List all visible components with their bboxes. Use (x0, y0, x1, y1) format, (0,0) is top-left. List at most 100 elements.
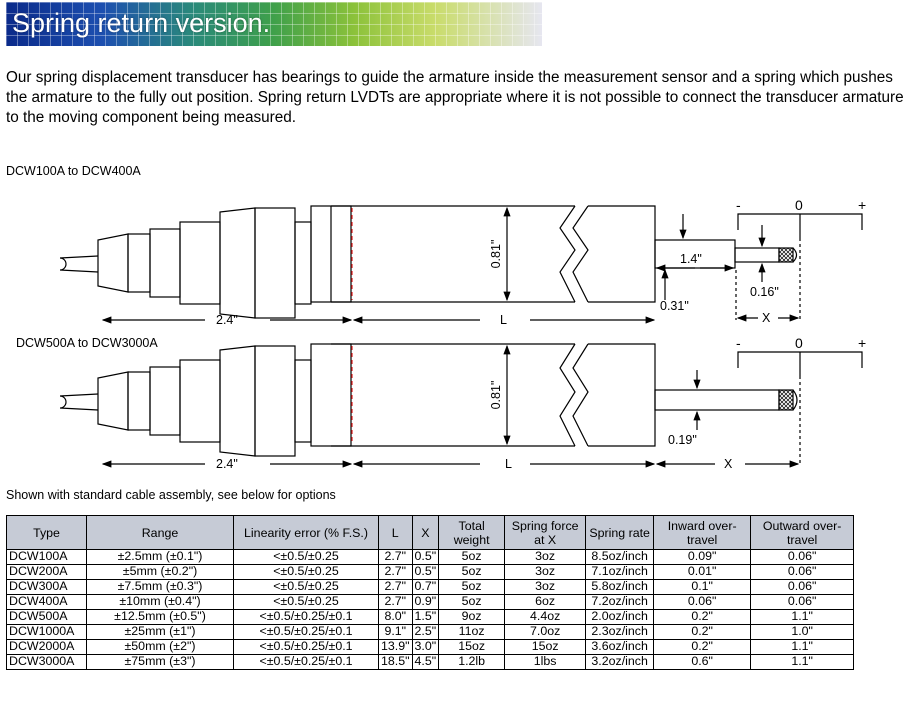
table-cell: 3.6oz/inch (585, 639, 655, 655)
table-cell: 15oz (438, 639, 506, 655)
drawing-bottom (59, 343, 863, 468)
table-cell: 0.6" (653, 654, 752, 670)
table-cell: 0.2" (653, 624, 752, 640)
table-cell: 9oz (438, 609, 506, 625)
drawing-caption: Shown with standard cable assembly, see … (6, 488, 336, 502)
column-header: Outward over-travel (750, 515, 855, 550)
column-header: Inward over-travel (653, 515, 752, 550)
table-cell: ±50mm (±2") (86, 639, 234, 655)
table-cell: DCW100A (6, 549, 87, 565)
table-cell: 9.1" (378, 624, 413, 640)
table-cell: ±12.5mm (±0.5") (86, 609, 234, 625)
section-banner: Spring return version. (6, 2, 542, 46)
table-cell: 8.5oz/inch (585, 549, 655, 565)
table-cell: 2.0oz/inch (585, 609, 655, 625)
column-header: Spring force at X (504, 515, 587, 550)
table-cell: 2.7" (378, 564, 413, 580)
table-cell: ±5mm (±0.2") (86, 564, 234, 580)
table-cell: 5oz (438, 594, 506, 610)
table-cell: DCW300A (6, 579, 87, 595)
table-cell: ±25mm (±1") (86, 624, 234, 640)
table-cell: <±0.5/±0.25 (233, 594, 379, 610)
table-cell: 1.0" (750, 624, 855, 640)
table-cell: 1.2lb (438, 654, 506, 670)
table-cell: DCW3000A (6, 654, 87, 670)
table-cell: 0.5" (411, 549, 440, 565)
table-cell: <±0.5/±0.25/±0.1 (233, 624, 379, 640)
table-cell: 18.5" (378, 654, 413, 670)
table-cell: <±0.5/±0.25/±0.1 (233, 639, 379, 655)
table-cell: 6oz (504, 594, 587, 610)
table-cell: <±0.5/±0.25 (233, 579, 379, 595)
column-header: L (378, 515, 413, 550)
table-cell: ±10mm (±0.4") (86, 594, 234, 610)
column-header: X (411, 515, 440, 550)
table-cell: DCW200A (6, 564, 87, 580)
section-title: Spring return version. (12, 8, 271, 38)
top-stroke-label: X (762, 311, 771, 325)
table-cell: 0.1" (653, 579, 752, 595)
column-header: Linearity error (% F.S.) (233, 515, 379, 550)
bottom-rod-dia-label: 0.19" (668, 433, 697, 447)
table-cell: 2.7" (378, 579, 413, 595)
top-length-label: L (500, 313, 507, 327)
table-cell: 3.2oz/inch (585, 654, 655, 670)
top-body-front-label: 2.4" (216, 313, 238, 327)
table-cell: 3oz (504, 549, 587, 565)
table-cell: 0.06" (750, 564, 855, 580)
table-cell: 2.7" (378, 594, 413, 610)
table-cell: 7.2oz/inch (585, 594, 655, 610)
top-scale-zero: 0 (795, 197, 803, 213)
table-cell: DCW500A (6, 609, 87, 625)
table-cell: <±0.5/±0.25 (233, 564, 379, 580)
table-cell: 5oz (438, 549, 506, 565)
table-cell: ±2.5mm (±0.1") (86, 549, 234, 565)
drawing-label-top: DCW100A to DCW400A (6, 164, 141, 178)
column-header: Type (6, 515, 87, 550)
table-cell: <±0.5/±0.25/±0.1 (233, 654, 379, 670)
table-cell: 5oz (438, 579, 506, 595)
top-tip-dia-label: 0.16" (750, 285, 779, 299)
table-header-row: Type Range Linearity error (% F.S.) L X … (6, 515, 855, 550)
table-cell: 0.2" (653, 639, 752, 655)
table-cell: 1.1" (750, 654, 855, 670)
bottom-scale-plus: + (858, 335, 866, 351)
table-cell: 13.9" (378, 639, 413, 655)
top-diameter-label: 0.81" (489, 240, 503, 269)
intro-paragraph: Our spring displacement transducer has b… (6, 69, 904, 126)
top-armature-length-label: 1.4" (680, 252, 702, 266)
table-cell: 7.0oz (504, 624, 587, 640)
table-cell: 0.06" (653, 594, 752, 610)
table-cell: 0.06" (750, 594, 855, 610)
table-cell: 8.0" (378, 609, 413, 625)
bottom-body-front-label: 2.4" (216, 457, 238, 471)
table-cell: 3.0" (411, 639, 440, 655)
table-cell: 3oz (504, 579, 587, 595)
table-cell: <±0.5/±0.25/±0.1 (233, 609, 379, 625)
table-cell: 11oz (438, 624, 506, 640)
table-cell: 5oz (438, 564, 506, 580)
bottom-scale-zero: 0 (795, 335, 803, 351)
table-cell: 0.7" (411, 579, 440, 595)
table-cell: 3oz (504, 564, 587, 580)
table-cell: 4.4oz (504, 609, 587, 625)
table-cell: 2.5" (411, 624, 440, 640)
table-cell: DCW400A (6, 594, 87, 610)
bottom-stroke-label: X (724, 457, 733, 471)
table-cell: 0.06" (750, 579, 855, 595)
top-scale-plus: + (858, 197, 866, 213)
table-cell: 1lbs (504, 654, 587, 670)
table-cell: 1.5" (411, 609, 440, 625)
table-cell: 1.1" (750, 639, 855, 655)
table-cell: 2.7" (378, 549, 413, 565)
table-cell: 4.5" (411, 654, 440, 670)
